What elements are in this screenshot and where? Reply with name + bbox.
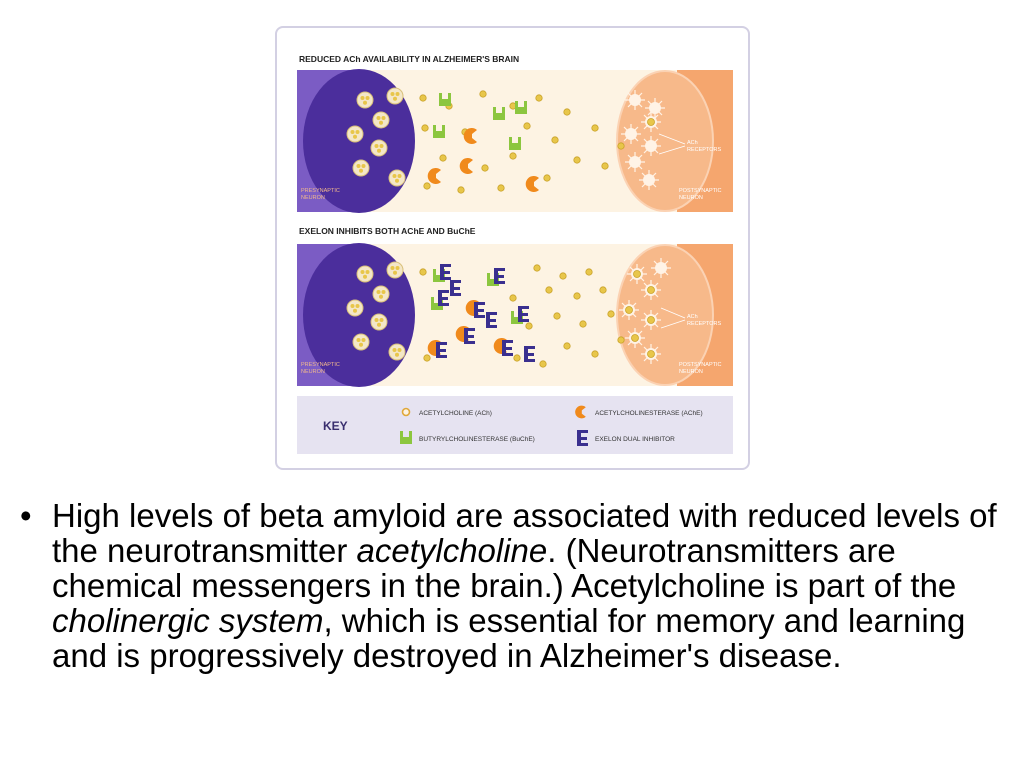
key-buche-label: BUTYRYLCHOLINESTERASE (BuChE) — [419, 436, 535, 443]
key-exelon-label: EXELON DUAL INHIBITOR — [595, 436, 675, 443]
caption-part-3: , which is essential for memory and lear… — [52, 602, 966, 674]
panel2-receptors-label-1: ACh — [687, 314, 698, 320]
key-ach-label: ACETYLCHOLINE (ACh) — [419, 410, 492, 417]
key-title: KEY — [323, 419, 348, 433]
panel1: ACh RECEPTORS PRESYNAPTIC NEURON POSTSYN… — [297, 69, 733, 213]
synapse-diagram: REDUCED ACh AVAILABILITY IN ALZHEIMER'S … — [297, 54, 733, 454]
panel1-receptors-label-2: RECEPTORS — [687, 147, 721, 153]
panel2-postsynaptic-label-2: NEURON — [679, 369, 703, 375]
panel1-presynaptic-label-1: PRESYNAPTIC — [301, 188, 340, 194]
panel2-presynaptic-label-1: PRESYNAPTIC — [301, 362, 340, 368]
key-legend: KEY ACETYLCHOLINE (ACh) ACETYLCHOLINESTE… — [297, 396, 733, 454]
panel2-receptors-label-2: RECEPTORS — [687, 321, 721, 327]
panel1-postsynaptic-label-2: NEURON — [679, 195, 703, 201]
panel2-postsynaptic-label-1: POSTSYNAPTIC — [679, 362, 722, 368]
synapse-figure: REDUCED ACh AVAILABILITY IN ALZHEIMER'S … — [275, 26, 750, 470]
caption-emphasis-cholinergic-system: cholinergic system — [52, 602, 324, 639]
panel2-title: EXELON INHIBITS BOTH AChE AND BuChE — [299, 226, 476, 236]
caption-text: High levels of beta amyloid are associat… — [52, 498, 1010, 673]
key-exelon-symbol — [577, 430, 588, 446]
panel1-receptors-label-1: ACh — [687, 140, 698, 146]
panel1-title: REDUCED ACh AVAILABILITY IN ALZHEIMER'S … — [299, 54, 519, 64]
panel2: ACh RECEPTORS PRESYNAPTIC NEURON POSTSYN… — [297, 243, 733, 387]
caption-part-2: . (Neurotransmitters are chemical messen… — [52, 532, 957, 604]
bullet-glyph: • — [20, 497, 32, 534]
panel2-presynaptic-label-2: NEURON — [301, 369, 325, 375]
panel1-presynaptic-label-2: NEURON — [301, 195, 325, 201]
caption-part-1: High levels of beta amyloid are associat… — [52, 497, 997, 569]
key-ache-label: ACETYLCHOLINESTERASE (AChE) — [595, 410, 703, 417]
panel1-postsynaptic-label-1: POSTSYNAPTIC — [679, 188, 722, 194]
caption-bullet-item: • High levels of beta amyloid are associ… — [20, 498, 1010, 673]
caption-emphasis-acetylcholine: acetylcholine — [356, 532, 548, 569]
key-ach-symbol — [401, 407, 411, 417]
